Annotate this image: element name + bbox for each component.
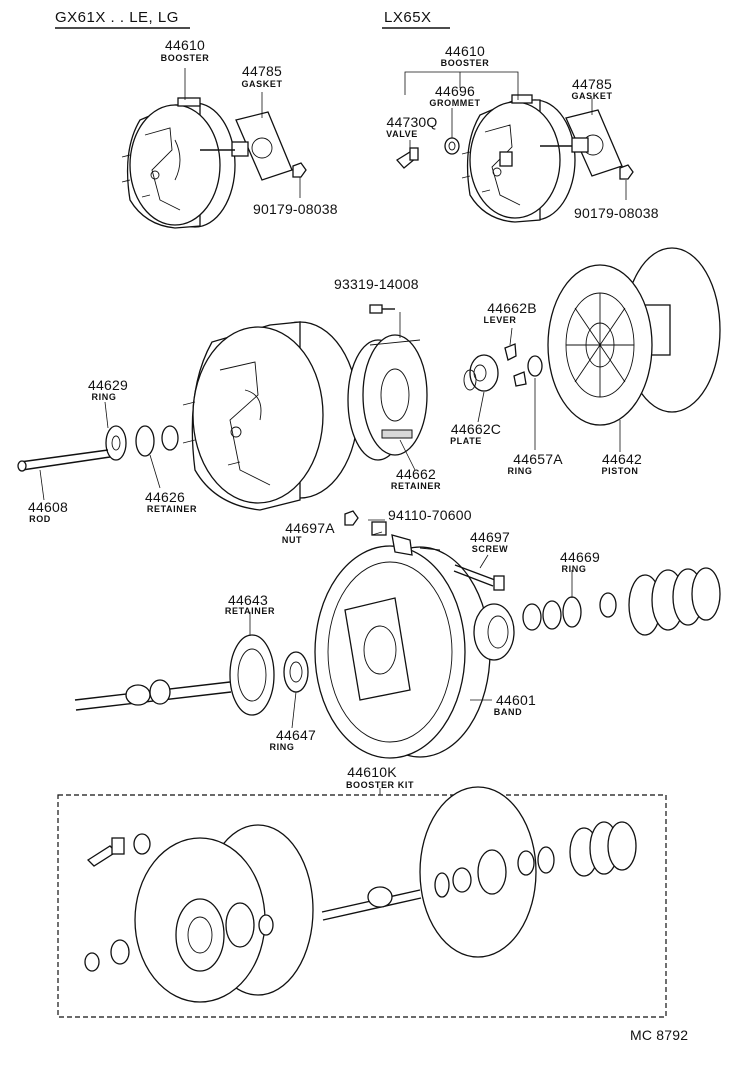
kit-part-number: 44610K — [347, 764, 397, 780]
ring-44657a-name: RING — [507, 466, 533, 476]
ring-44669-part — [522, 592, 617, 631]
valve-name: VALVE — [386, 129, 418, 139]
leader-screw — [479, 554, 489, 569]
ring-44657a-part-number: 44657A — [513, 451, 563, 467]
valve-part-number: 44730Q — [386, 114, 438, 130]
leader-booster-right-bracket — [404, 71, 519, 100]
leader-retainer-44626 — [149, 454, 161, 489]
retainer-44662-part-number: 44662 — [396, 466, 436, 482]
grommet-name: GROMMET — [429, 98, 481, 108]
retainer-44643-part-number: 44643 — [228, 592, 268, 608]
retainer-44626-name: RETAINER — [146, 504, 198, 514]
diaphragm-retainer-part — [347, 334, 428, 461]
ring-44629-part — [105, 425, 127, 461]
leader-nut-44697a — [371, 531, 383, 536]
ring-44669-name: RING — [561, 564, 587, 574]
plate-part — [463, 354, 499, 392]
plate-part-number: 44662C — [450, 421, 502, 437]
rod-name: ROD — [29, 514, 51, 524]
rod-part-number: 44608 — [28, 499, 68, 515]
band-part-number: 44601 — [496, 692, 536, 708]
kit-name: BOOSTER KIT — [345, 780, 415, 790]
boot-part — [628, 567, 721, 636]
screw-name: SCREW — [471, 544, 509, 554]
leader-ring-44629 — [104, 401, 109, 429]
rod-part — [17, 449, 111, 472]
retainer-44626-part — [135, 425, 179, 457]
retainer-44626-part-number: 44626 — [145, 489, 185, 505]
nut-44697a-part — [371, 521, 387, 536]
leader-retainer-44662 — [399, 439, 416, 471]
seal-part — [473, 603, 515, 661]
retainer-44643-name: RETAINER — [224, 606, 276, 616]
nut-44697a-part-number: 44697A — [285, 520, 335, 536]
plate-name: PLATE — [450, 436, 482, 446]
rear-shell-band-part — [314, 534, 491, 759]
leader-plate — [477, 391, 485, 423]
booster-left-part — [121, 97, 236, 229]
gasket-left-part — [200, 111, 293, 181]
booster-left-name: BOOSTER — [160, 53, 210, 63]
kit-parts — [84, 786, 637, 1003]
nut-right-part — [619, 164, 634, 200]
booster-kit-frame — [57, 794, 667, 1018]
screw-part — [453, 564, 505, 591]
leader-ring-44647 — [291, 691, 297, 729]
gasket-right-name: GASKET — [571, 91, 613, 101]
front-shell-part — [182, 321, 359, 511]
ring-44647-part — [283, 651, 309, 693]
ring-44657a-part — [527, 355, 543, 377]
left-model-header: GX61X . . LE, LG — [55, 9, 179, 26]
nut-right-part-number: 90179-08038 — [574, 205, 659, 221]
band-name: BAND — [493, 707, 523, 717]
ring-44647-name: RING — [269, 742, 295, 752]
lever-name: LEVER — [483, 315, 517, 325]
lever-part-number: 44662B — [487, 300, 537, 316]
gasket-left-part-number: 44785 — [242, 63, 282, 79]
leader-lever — [509, 327, 513, 346]
nut-94110-part-number: 94110-70600 — [388, 507, 472, 523]
gasket-right-part — [540, 109, 623, 177]
ring-44669-part-number: 44669 — [560, 549, 600, 565]
valve-part — [396, 147, 419, 169]
booster-right-part — [461, 94, 576, 223]
grommet-part-number: 44696 — [435, 83, 475, 99]
grommet-part — [444, 137, 460, 155]
booster-right-name: BOOSTER — [440, 58, 490, 68]
piston-part-number: 44642 — [602, 451, 642, 467]
leader-rod — [39, 469, 45, 501]
nut-left-part-number: 90179-08038 — [253, 201, 338, 217]
nut-left-part — [292, 162, 307, 198]
gasket-right-part-number: 44785 — [572, 76, 612, 92]
bolt-part-number: 93319-14008 — [334, 276, 419, 292]
figure-code: MC 8792 — [630, 1027, 689, 1043]
right-model-header: LX65X — [384, 9, 432, 26]
booster-left-part-number: 44610 — [165, 37, 205, 53]
retainer-44662-name: RETAINER — [390, 481, 442, 491]
booster-right-part-number: 44610 — [445, 43, 485, 59]
push-rod-part — [74, 679, 232, 711]
nut-94110-part — [344, 510, 359, 526]
screw-part-number: 44697 — [470, 529, 510, 545]
ring-44647-part-number: 44647 — [276, 727, 316, 743]
ring-44629-part-number: 44629 — [88, 377, 128, 393]
lever-part — [504, 343, 527, 387]
retainer-44643-part — [229, 634, 275, 716]
gasket-left-name: GASKET — [241, 79, 283, 89]
nut-44697a-name: NUT — [281, 535, 303, 545]
piston-part — [547, 247, 721, 426]
ring-44629-name: RING — [91, 392, 117, 402]
piston-name: PISTON — [601, 466, 639, 476]
bolt-93319-part — [369, 304, 395, 314]
